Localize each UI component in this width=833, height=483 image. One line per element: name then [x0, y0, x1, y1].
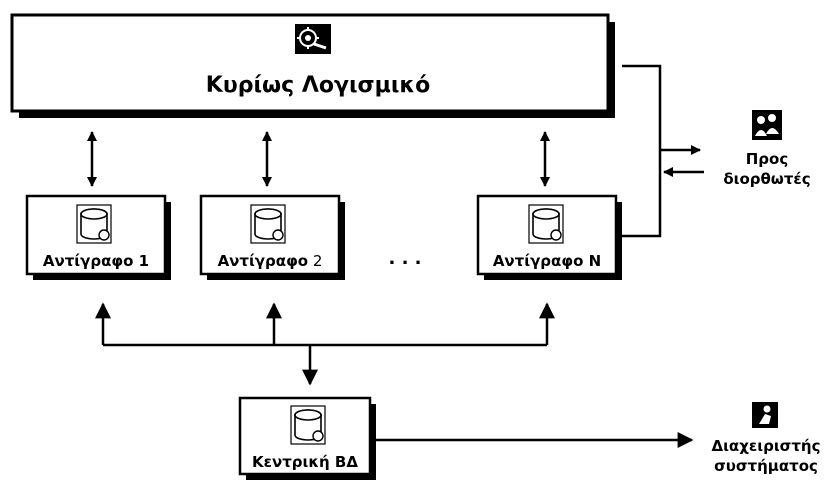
admin-label-line1: Διαχειριστής	[711, 437, 820, 455]
database-icon	[290, 405, 326, 445]
ellipsis: . . .	[388, 248, 421, 269]
admin-label-line2: συστήματος	[714, 457, 818, 475]
correctors-label-line1: Προς	[746, 150, 789, 168]
gear-wrench-icon	[295, 24, 331, 54]
replica-2-label: Αντίγραφο 2	[218, 252, 323, 270]
replica-1-label: Αντίγραφο 1	[43, 252, 149, 270]
correctors-label-line2: διορθωτές	[723, 170, 810, 188]
replica-n-label: Αντίγραφο N	[493, 252, 601, 270]
database-icon	[528, 204, 564, 244]
central-db-label: Κεντρική ΒΔ	[252, 453, 358, 471]
main-software-label: Κυρίως Λογισμικό	[206, 73, 430, 98]
correctors-bracket	[622, 64, 662, 238]
database-icon	[250, 204, 286, 244]
database-icon	[76, 204, 112, 244]
person-icon	[752, 402, 778, 428]
people-group-icon	[752, 110, 782, 140]
